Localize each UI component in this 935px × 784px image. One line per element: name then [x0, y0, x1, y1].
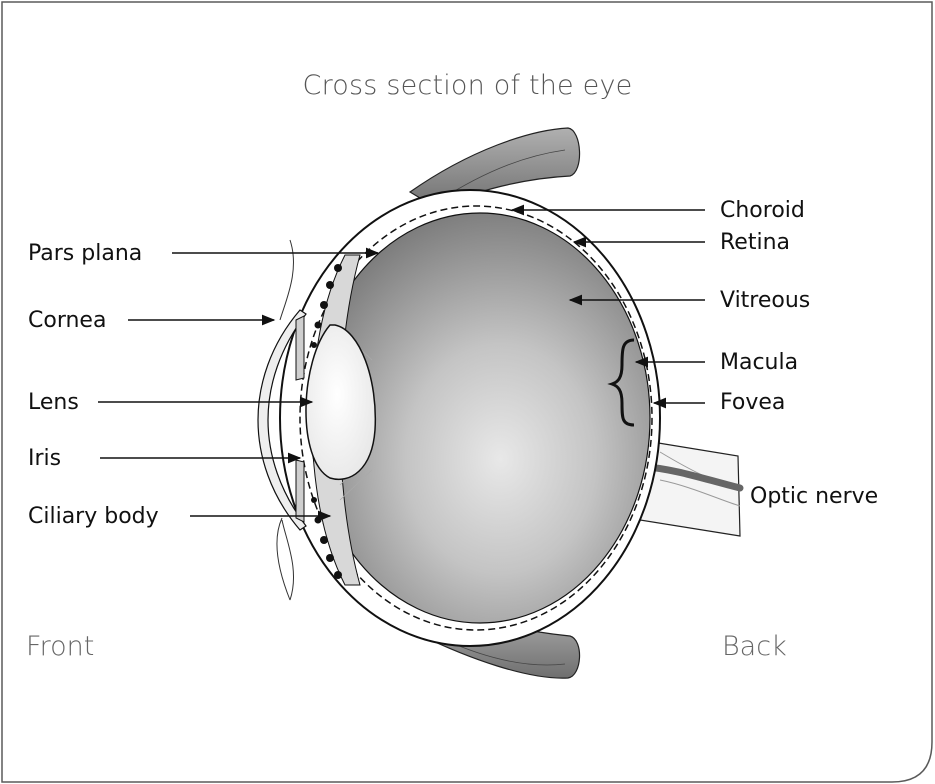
- label-fovea: Fovea: [720, 392, 785, 414]
- label-vitreous: Vitreous: [720, 290, 810, 312]
- label-choroid: Choroid: [720, 200, 805, 222]
- label-macula: Macula: [720, 352, 798, 374]
- label-front: Front: [26, 633, 94, 660]
- label-lens: Lens: [28, 392, 79, 414]
- diagram-title: Cross section of the eye: [0, 70, 935, 101]
- label-retina: Retina: [720, 232, 790, 254]
- label-optic-nerve: Optic nerve: [750, 486, 878, 508]
- label-pars-plana: Pars plana: [28, 243, 142, 265]
- label-iris: Iris: [28, 448, 61, 470]
- label-cornea: Cornea: [28, 310, 106, 332]
- label-ciliary-body: Ciliary body: [28, 506, 159, 528]
- label-back: Back: [722, 633, 787, 660]
